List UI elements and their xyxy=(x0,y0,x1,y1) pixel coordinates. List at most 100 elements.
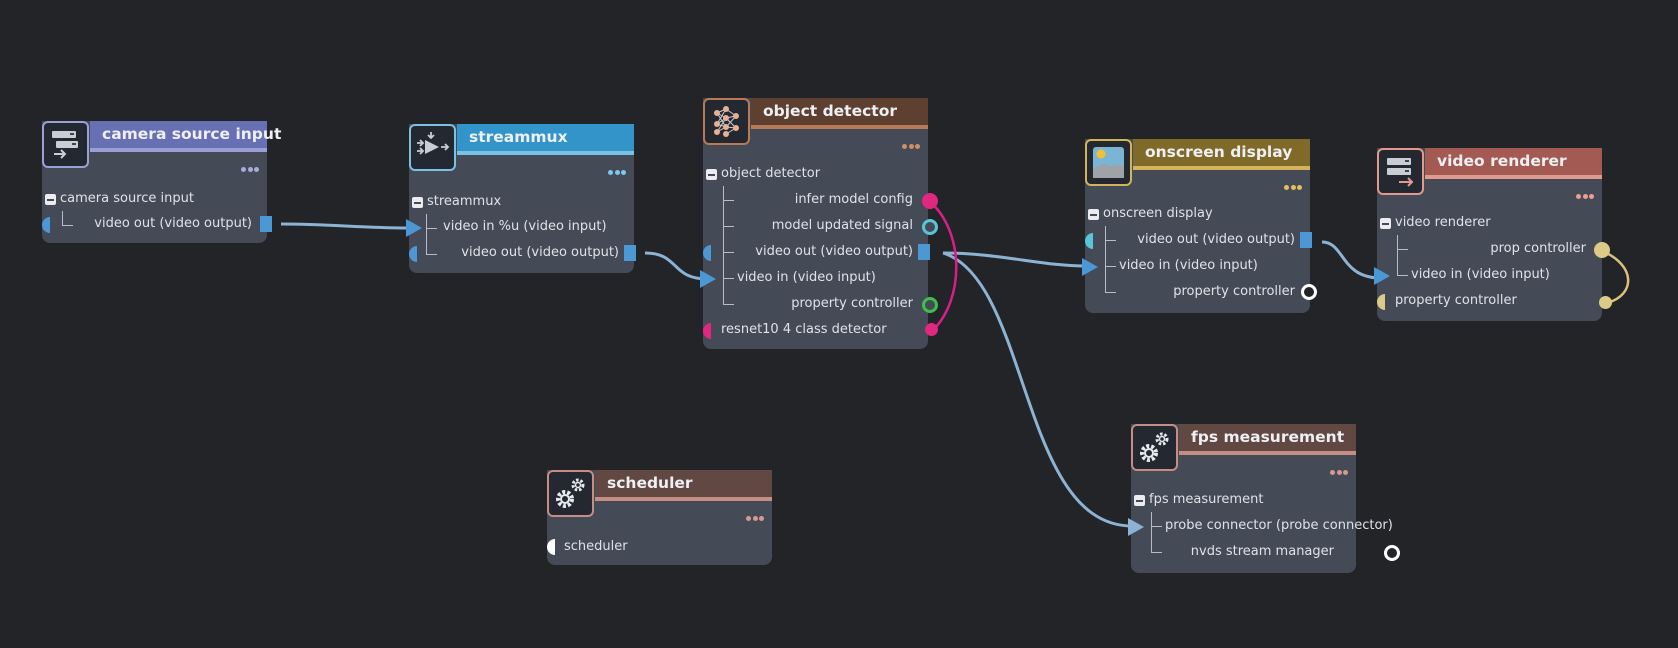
video-input-port[interactable] xyxy=(1082,258,1098,276)
video-output-port[interactable] xyxy=(624,245,636,261)
node-streammux[interactable]: streammux streammux video in %u (video i… xyxy=(406,124,636,273)
tree-connector xyxy=(1151,526,1162,553)
node-title-underline xyxy=(457,151,634,155)
property-controller-output-port[interactable] xyxy=(1599,296,1612,309)
group-row: video renderer xyxy=(1377,212,1602,234)
port-row-property-controller: property controller xyxy=(703,293,928,315)
node-menu-button[interactable] xyxy=(1283,175,1302,194)
video-input-port[interactable] xyxy=(406,219,422,237)
node-fps-measurement[interactable]: fps measurement fps measurement probe co… xyxy=(1128,424,1400,573)
port-row-infer-model-config: infer model config xyxy=(703,189,928,211)
port-label: video out (video output) xyxy=(755,244,913,259)
collapse-toggle[interactable] xyxy=(1134,495,1145,506)
node-camera-source-input[interactable]: camera source input camera source input … xyxy=(42,121,281,243)
port-label: model updated signal xyxy=(771,218,913,233)
port-label: video in (video input) xyxy=(1119,258,1258,273)
infer-model-config-port[interactable] xyxy=(922,193,938,209)
port-label: prop controller xyxy=(1490,241,1586,256)
node-header[interactable]: camera source input xyxy=(42,121,281,153)
node-menu-button[interactable] xyxy=(607,160,626,179)
group-row: fps measurement xyxy=(1131,489,1356,511)
port-row-video-out: video out (video output) xyxy=(42,213,267,235)
port-row-nvds-stream-manager: nvds stream manager xyxy=(1131,541,1356,563)
property-controller-port[interactable] xyxy=(1377,294,1385,310)
node-menu-button[interactable] xyxy=(240,157,259,176)
control-port[interactable] xyxy=(42,217,50,233)
model-updated-signal-port[interactable] xyxy=(922,219,938,235)
group-label: video renderer xyxy=(1395,215,1491,230)
tree-connector xyxy=(1105,266,1116,293)
tree-connector xyxy=(723,278,734,305)
group-row: onscreen display xyxy=(1085,203,1310,225)
property-controller-port[interactable] xyxy=(1301,284,1317,300)
node-menu-button[interactable] xyxy=(901,134,920,153)
node-onscreen-display[interactable]: onscreen display onscreen display video … xyxy=(1082,139,1317,313)
group-label: camera source input xyxy=(60,191,194,206)
port-row-model-updated-signal: model updated signal xyxy=(703,215,928,237)
node-title: video renderer xyxy=(1425,148,1602,175)
port-row-resnet-detector: resnet10 4 class detector xyxy=(703,319,928,341)
node-header[interactable]: scheduler xyxy=(547,470,772,502)
tree-connector xyxy=(1397,249,1408,276)
gears-icon xyxy=(1131,424,1178,471)
tree-connector xyxy=(1151,512,1162,527)
node-video-renderer[interactable]: video renderer video renderer prop contr… xyxy=(1374,148,1612,321)
node-menu-button[interactable] xyxy=(745,506,764,525)
tree-connector xyxy=(1105,226,1116,241)
video-output-port[interactable] xyxy=(918,244,930,260)
neural-network-icon xyxy=(703,98,750,145)
port-row-video-out: video out (video output) xyxy=(1085,229,1310,251)
node-header[interactable]: video renderer xyxy=(1377,148,1602,180)
collapse-toggle[interactable] xyxy=(706,169,717,180)
node-title-underline xyxy=(1425,175,1602,179)
node-menu-button[interactable] xyxy=(1575,184,1594,203)
collapse-toggle[interactable] xyxy=(1088,209,1099,220)
video-output-port[interactable] xyxy=(1300,232,1312,248)
node-title-underline xyxy=(90,148,267,152)
nvds-stream-manager-port[interactable] xyxy=(1384,545,1400,561)
node-object-detector[interactable]: object detector object detector infer mo… xyxy=(700,98,938,349)
node-title-underline xyxy=(751,125,928,129)
control-port[interactable] xyxy=(703,245,711,261)
node-header[interactable]: object detector xyxy=(703,98,928,130)
probe-input-port[interactable] xyxy=(1128,518,1144,536)
node-title-underline xyxy=(595,497,772,501)
resnet-detector-output-port[interactable] xyxy=(925,323,938,336)
server-input-icon xyxy=(42,121,89,168)
port-row-video-in: video in (video input) xyxy=(703,267,928,289)
collapse-toggle[interactable] xyxy=(412,197,423,208)
tree-connector xyxy=(1105,240,1116,267)
tree-connector xyxy=(426,214,437,229)
node-header[interactable]: onscreen display xyxy=(1085,139,1310,171)
video-output-port[interactable] xyxy=(260,216,272,232)
gears-icon xyxy=(547,470,594,517)
node-menu-button[interactable] xyxy=(1329,460,1348,479)
collapse-toggle[interactable] xyxy=(45,194,56,205)
control-port[interactable] xyxy=(409,246,417,262)
node-header[interactable]: fps measurement xyxy=(1131,424,1356,456)
port-row-video-in: video in (video input) xyxy=(1377,264,1602,286)
port-label: property controller xyxy=(791,296,913,311)
component-label: scheduler xyxy=(564,539,628,554)
port-label: video in (video input) xyxy=(737,270,876,285)
prop-controller-port[interactable] xyxy=(1594,242,1610,258)
resnet-detector-port[interactable] xyxy=(703,323,711,339)
video-input-port[interactable] xyxy=(1374,267,1390,285)
tree-connector xyxy=(723,252,734,279)
node-title: fps measurement xyxy=(1179,424,1356,451)
node-header[interactable]: streammux xyxy=(409,124,634,156)
property-controller-port[interactable] xyxy=(922,297,938,313)
port-row-scheduler: scheduler xyxy=(547,536,772,558)
collapse-toggle[interactable] xyxy=(1380,218,1391,229)
mux-icon xyxy=(409,124,456,171)
control-port[interactable] xyxy=(1085,233,1093,249)
port-label: video out (video output) xyxy=(1137,232,1295,247)
scheduler-port[interactable] xyxy=(547,539,555,555)
tree-connector xyxy=(426,228,437,255)
group-row: object detector xyxy=(703,163,928,185)
video-input-port[interactable] xyxy=(700,270,716,288)
port-label: infer model config xyxy=(794,192,913,207)
node-scheduler[interactable]: scheduler scheduler xyxy=(547,470,772,565)
component-label: property controller xyxy=(1395,293,1517,308)
